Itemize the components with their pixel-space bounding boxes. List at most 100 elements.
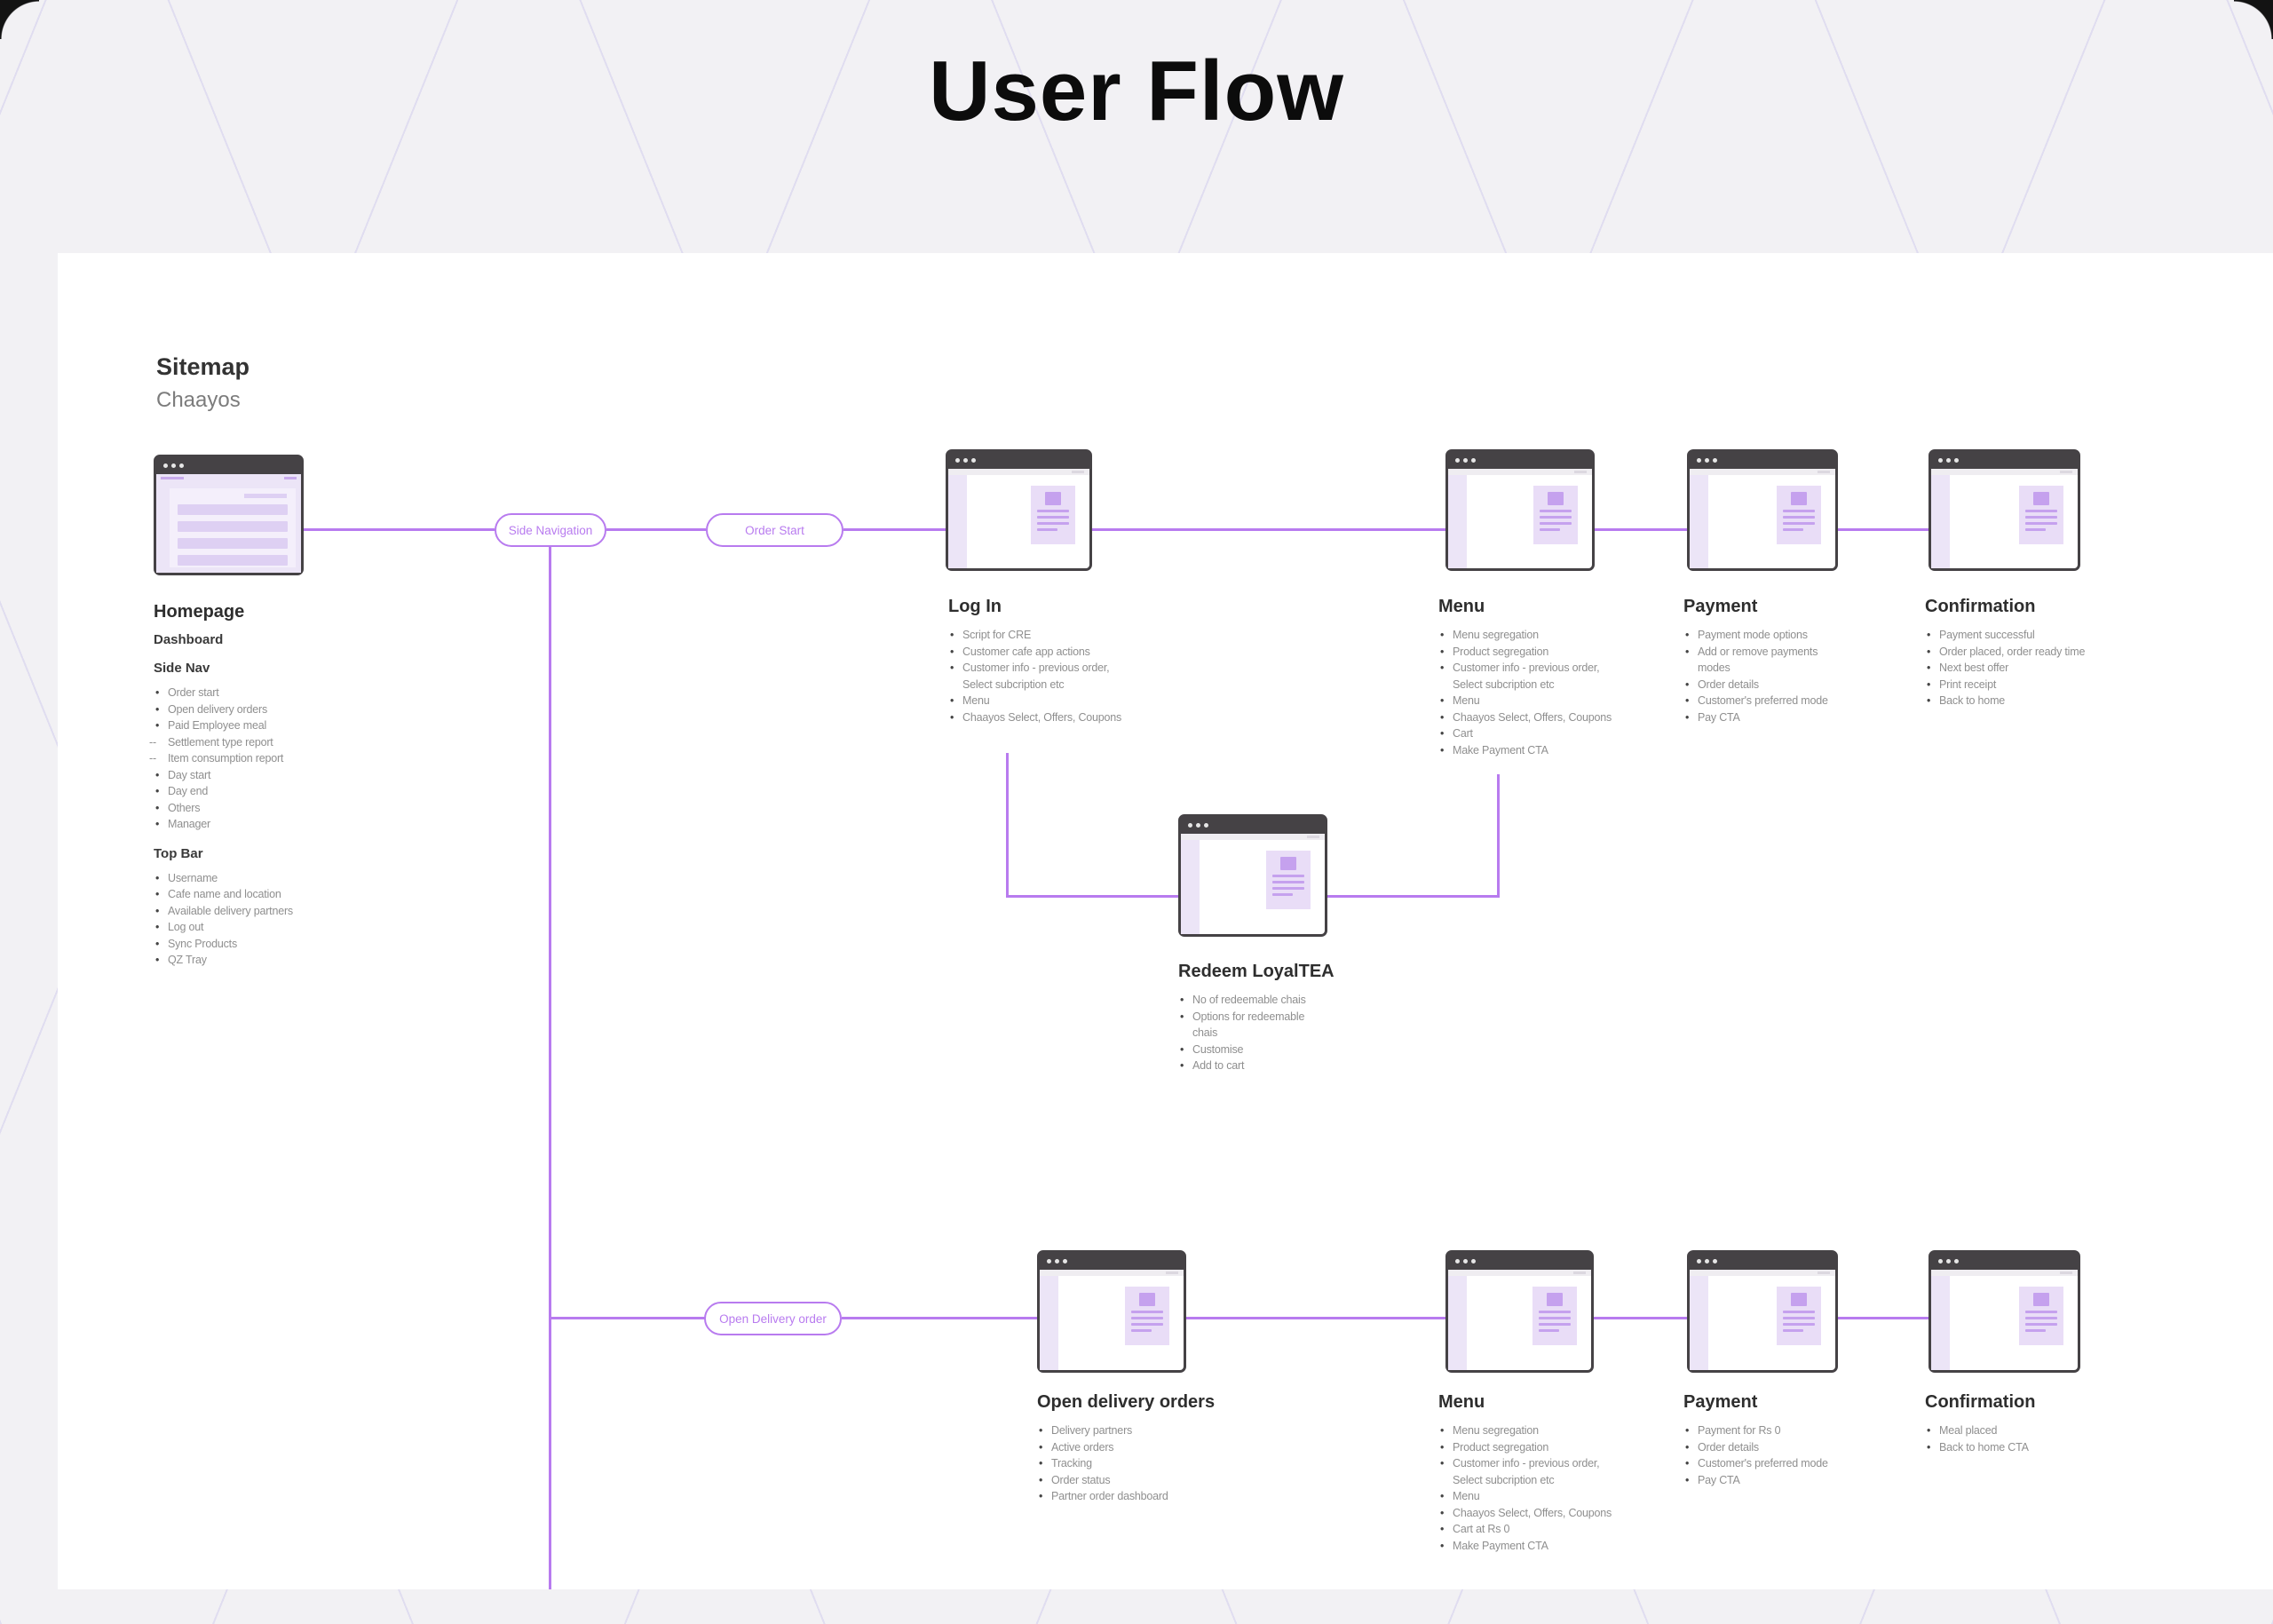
connector-line: [1838, 1317, 1928, 1319]
window-dot-icon: [1196, 823, 1200, 828]
pill-label: Open Delivery order: [719, 1311, 827, 1326]
window-dot-icon: [1954, 1259, 1959, 1264]
connector-line: [1497, 774, 1500, 898]
window-dot-icon: [1954, 458, 1959, 463]
receipt-icon: [1791, 492, 1807, 505]
receipt-placeholder: [1532, 1287, 1577, 1345]
window-body: [1931, 475, 2078, 568]
window-toolbar: [1690, 1270, 1835, 1276]
list-item: Active orders: [1037, 1439, 1207, 1456]
list-item: QZ Tray: [154, 952, 359, 969]
window-body: [1690, 1276, 1835, 1370]
pill-order-start: Order Start: [706, 513, 843, 547]
receipt-placeholder: [1777, 486, 1821, 544]
connector-line: [1595, 528, 1687, 531]
row-placeholder: [178, 504, 288, 515]
list-item: Customer cafe app actions: [948, 644, 1124, 661]
list-item: Pay CTA: [1683, 1472, 1838, 1489]
node-title: Confirmation: [1925, 1392, 2036, 1412]
node-redeem: Redeem LoyalTEA No of redeemable chaisOp…: [1178, 962, 1334, 1074]
list-item: Order placed, order ready time: [1925, 644, 2086, 661]
window-dot-icon: [1705, 1259, 1709, 1264]
sitemap-header: Sitemap Chaayos: [156, 353, 249, 413]
list-item: Make Payment CTA: [1438, 1538, 1614, 1555]
list-item: Cafe name and location: [154, 886, 359, 903]
node-login: Log In Script for CRECustomer cafe app a…: [948, 597, 1124, 725]
window-titlebar: [1690, 452, 1835, 469]
window-dot-icon: [163, 463, 168, 468]
window-dot-icon: [1938, 1259, 1943, 1264]
node-title: Confirmation: [1925, 597, 2036, 616]
window-dot-icon: [1063, 1259, 1067, 1264]
window-dot-icon: [171, 463, 176, 468]
receipt-icon: [2033, 492, 2049, 505]
window-titlebar: [156, 457, 301, 474]
section-heading: Top Bar: [154, 845, 203, 861]
pill-open-delivery-order: Open Delivery order: [704, 1302, 842, 1335]
node-payment-bottom: Payment Payment for Rs 0Order detailsCus…: [1683, 1392, 1838, 1488]
list-item: Script for CRE: [948, 627, 1124, 644]
window-titlebar: [1448, 1253, 1591, 1270]
menu-top-window: [1445, 449, 1595, 571]
connector-line: [1092, 528, 1445, 531]
window-body: [1931, 1276, 2078, 1370]
receipt-icon: [1548, 492, 1564, 505]
list-item: Sync Products: [154, 936, 359, 953]
list-item: Back to home: [1925, 693, 2086, 709]
connector-line: [1006, 753, 1009, 898]
sidebar-placeholder: [1181, 840, 1200, 934]
receipt-icon: [1139, 1293, 1155, 1306]
window-toolbar: [1448, 1270, 1591, 1276]
sidebar-placeholder: [1448, 1276, 1467, 1370]
list-item: Day end: [154, 783, 359, 800]
node-payment-top: Payment Payment mode optionsAdd or remov…: [1683, 597, 1838, 725]
node-list: Meal placedBack to home CTA: [1925, 1422, 2086, 1455]
connector-line: [1186, 1317, 1445, 1319]
menu-bottom-window: [1445, 1250, 1594, 1373]
list-item: Print receipt: [1925, 677, 2086, 693]
list-item: Tracking: [1037, 1455, 1207, 1472]
list-item: Next best offer: [1925, 660, 2086, 677]
window-body: [156, 474, 301, 573]
window-toolbar: [1040, 1270, 1184, 1276]
window-dot-icon: [1463, 1259, 1468, 1264]
confirmation-bottom-window: [1928, 1250, 2080, 1373]
list-item: Log out: [154, 919, 359, 936]
node-list: Payment successfulOrder placed, order re…: [1925, 627, 2086, 709]
window-body: [1181, 840, 1325, 934]
sidebar-placeholder: [1690, 475, 1708, 568]
receipt-placeholder: [2019, 486, 2063, 544]
window-titlebar: [1690, 1253, 1835, 1270]
list-item: Customer's preferred mode: [1683, 693, 1838, 709]
list-item: Customer info - previous order, Select s…: [1438, 660, 1614, 693]
receipt-placeholder: [1266, 851, 1311, 909]
window-dot-icon: [1705, 458, 1709, 463]
node-list: Menu segregationProduct segregationCusto…: [1438, 1422, 1614, 1554]
list-item: Customer info - previous order, Select s…: [948, 660, 1124, 693]
sidebar-placeholder: [1690, 1276, 1708, 1370]
list-item: Day start: [154, 767, 359, 784]
list-item: Add to cart: [1178, 1058, 1327, 1074]
pill-label: Order Start: [745, 523, 804, 537]
connector-line: [1006, 895, 1178, 898]
list-item: Meal placed: [1925, 1422, 2086, 1439]
window-dot-icon: [1188, 823, 1192, 828]
section-heading: Dashboard: [154, 632, 224, 647]
window-dot-icon: [1946, 1259, 1951, 1264]
window-toolbar: [1181, 834, 1325, 840]
node-menu-top: Menu Menu segregationProduct segregation…: [1438, 597, 1614, 758]
window-dot-icon: [1455, 1259, 1460, 1264]
list-item: Add or remove payments modes: [1683, 644, 1838, 677]
node-title: Redeem LoyalTEA: [1178, 962, 1334, 981]
list-item: Others: [154, 800, 359, 817]
sidebar-placeholder: [1448, 475, 1467, 568]
window-toolbar: [948, 469, 1089, 475]
list-item: Payment mode options: [1683, 627, 1838, 644]
connector-line: [842, 1317, 1037, 1319]
confirmation-top-window: [1928, 449, 2080, 571]
window-dot-icon: [971, 458, 976, 463]
node-title: Menu: [1438, 1392, 1485, 1412]
homepage-window: [154, 455, 304, 575]
window-dot-icon: [1463, 458, 1468, 463]
